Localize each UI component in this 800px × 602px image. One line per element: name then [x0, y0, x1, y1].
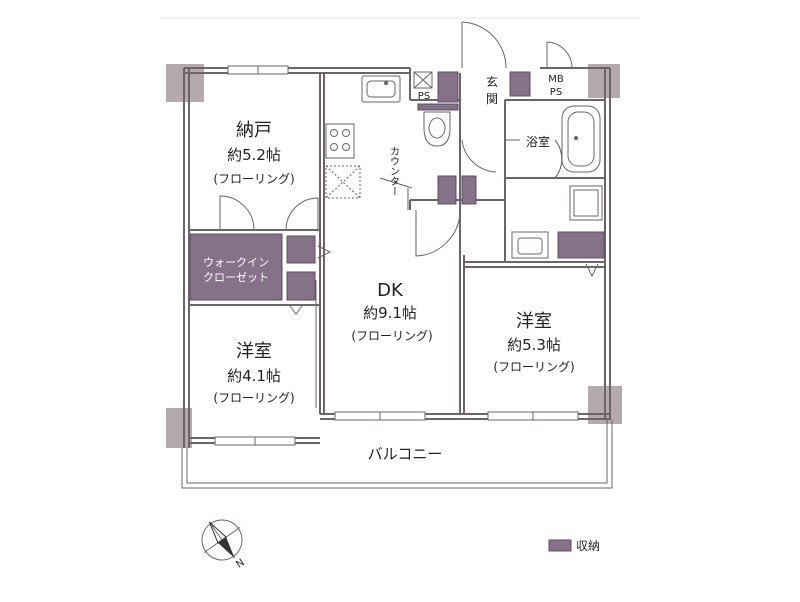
doors	[219, 21, 599, 315]
room-size-western-small: 約4.1帖	[227, 367, 281, 385]
legend-swatch	[548, 539, 572, 552]
column-bottom-left	[166, 408, 192, 448]
room-size-storage: 約5.2帖	[227, 146, 281, 164]
ps-label-left: PS	[418, 91, 430, 102]
bathtub-icon	[561, 105, 601, 173]
kitchen-sink-icon	[361, 75, 401, 103]
balcony-outline	[181, 420, 613, 489]
compass-icon	[201, 519, 243, 561]
room-floor-western-small: (フローリング)	[213, 391, 294, 405]
storage-block	[417, 103, 459, 111]
storage-block	[286, 271, 316, 301]
compass-n-label: N	[234, 557, 246, 570]
storage-block	[509, 71, 531, 97]
room-name-western-large: 洋室	[516, 311, 552, 332]
counter-label: カウンター	[388, 146, 400, 196]
room-size-western-large: 約5.3帖	[507, 336, 561, 354]
stove-icon	[325, 123, 355, 159]
entrance-char-1: 玄	[486, 74, 498, 89]
room-size-dk: 約9.1帖	[363, 304, 417, 322]
room-floor-storage: (フローリング)	[213, 172, 294, 186]
storage-block	[286, 235, 316, 264]
washing-machine-icon	[569, 185, 603, 221]
balcony-label: バルコニー	[368, 445, 443, 463]
storage-block	[461, 175, 477, 205]
room-floor-dk: (フローリング)	[351, 329, 432, 343]
mb-label: MB	[548, 74, 564, 85]
windows	[214, 65, 579, 446]
fixtures	[315, 71, 603, 408]
room-name-storage: 納戸	[236, 120, 272, 141]
fridge-space-icon	[325, 165, 361, 199]
ps-box-icon	[413, 71, 433, 89]
storage-block	[557, 231, 605, 259]
room-floor-western-large: (フローリング)	[493, 360, 574, 374]
storage-block	[437, 71, 459, 103]
storage-blocks	[189, 71, 605, 301]
walk-in-closet-label-2: クローゼット	[203, 271, 269, 284]
washbasin-icon	[511, 231, 549, 259]
room-name-bath: 浴室	[526, 134, 550, 149]
storage-block	[437, 175, 457, 205]
room-name-dk: DK	[377, 280, 404, 301]
room-name-western-small: 洋室	[236, 341, 272, 362]
walk-in-closet-label-1: ウォークイン	[203, 256, 269, 269]
legend-label: 収納	[576, 539, 600, 553]
walk-in-closet-block	[189, 233, 283, 301]
ps-label-right: PS	[550, 87, 562, 98]
entrance-char-2: 関	[486, 92, 498, 106]
toilet-icon	[423, 111, 451, 147]
